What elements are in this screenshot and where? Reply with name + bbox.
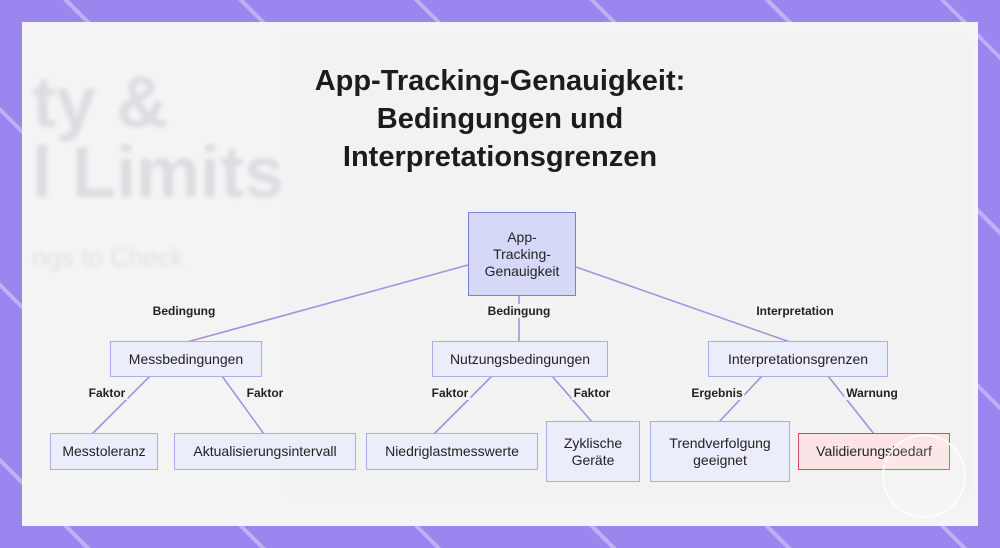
edge-root-mess <box>186 264 469 343</box>
edge-root-interp <box>575 266 791 343</box>
node-aktualisierungsintervall: Aktualisierungsintervall <box>174 433 356 470</box>
edge-label-root-interp: Interpretation <box>754 304 836 318</box>
edge-mess-tol <box>91 375 151 435</box>
edge-label-root-nutz: Bedingung <box>485 304 553 318</box>
node-interpretationsgrenzen: Interpretationsgrenzen <box>708 341 888 377</box>
edge-mess-akt <box>221 375 265 435</box>
node-nutzungsbedingungen: Nutzungsbedingungen <box>432 341 608 377</box>
edge-label-nutz-zykl: Faktor <box>571 386 613 400</box>
node-niedriglastmesswerte: Niedriglastmesswerte <box>366 433 538 470</box>
node-zyklische-geraete: Zyklische Geräte <box>546 421 640 482</box>
node-messbedingungen: Messbedingungen <box>110 341 262 377</box>
node-trendverfolgung: Trendverfolgung geeignet <box>650 421 790 482</box>
edge-label-nutz-niedrig: Faktor <box>429 386 471 400</box>
diagram-title: App-Tracking-Genauigkeit: Bedingungen un… <box>314 65 686 173</box>
edge-label-interp-valid: Warnung <box>844 386 900 400</box>
edge-label-root-mess: Bedingung <box>150 304 218 318</box>
edge-nutz-niedrig <box>433 375 493 435</box>
edge-interp-valid <box>827 375 875 435</box>
decorative-circle <box>882 434 966 518</box>
edge-label-interp-trend: Ergebnis <box>689 386 745 400</box>
node-root: App- Tracking- Genauigkeit <box>468 212 576 296</box>
diagram-card: ty & l Limits ngs to Check App-Tracking-… <box>22 22 978 526</box>
edge-label-mess-akt: Faktor <box>244 386 286 400</box>
edge-label-mess-tol: Faktor <box>86 386 128 400</box>
node-messtoleranz: Messtoleranz <box>50 433 158 470</box>
